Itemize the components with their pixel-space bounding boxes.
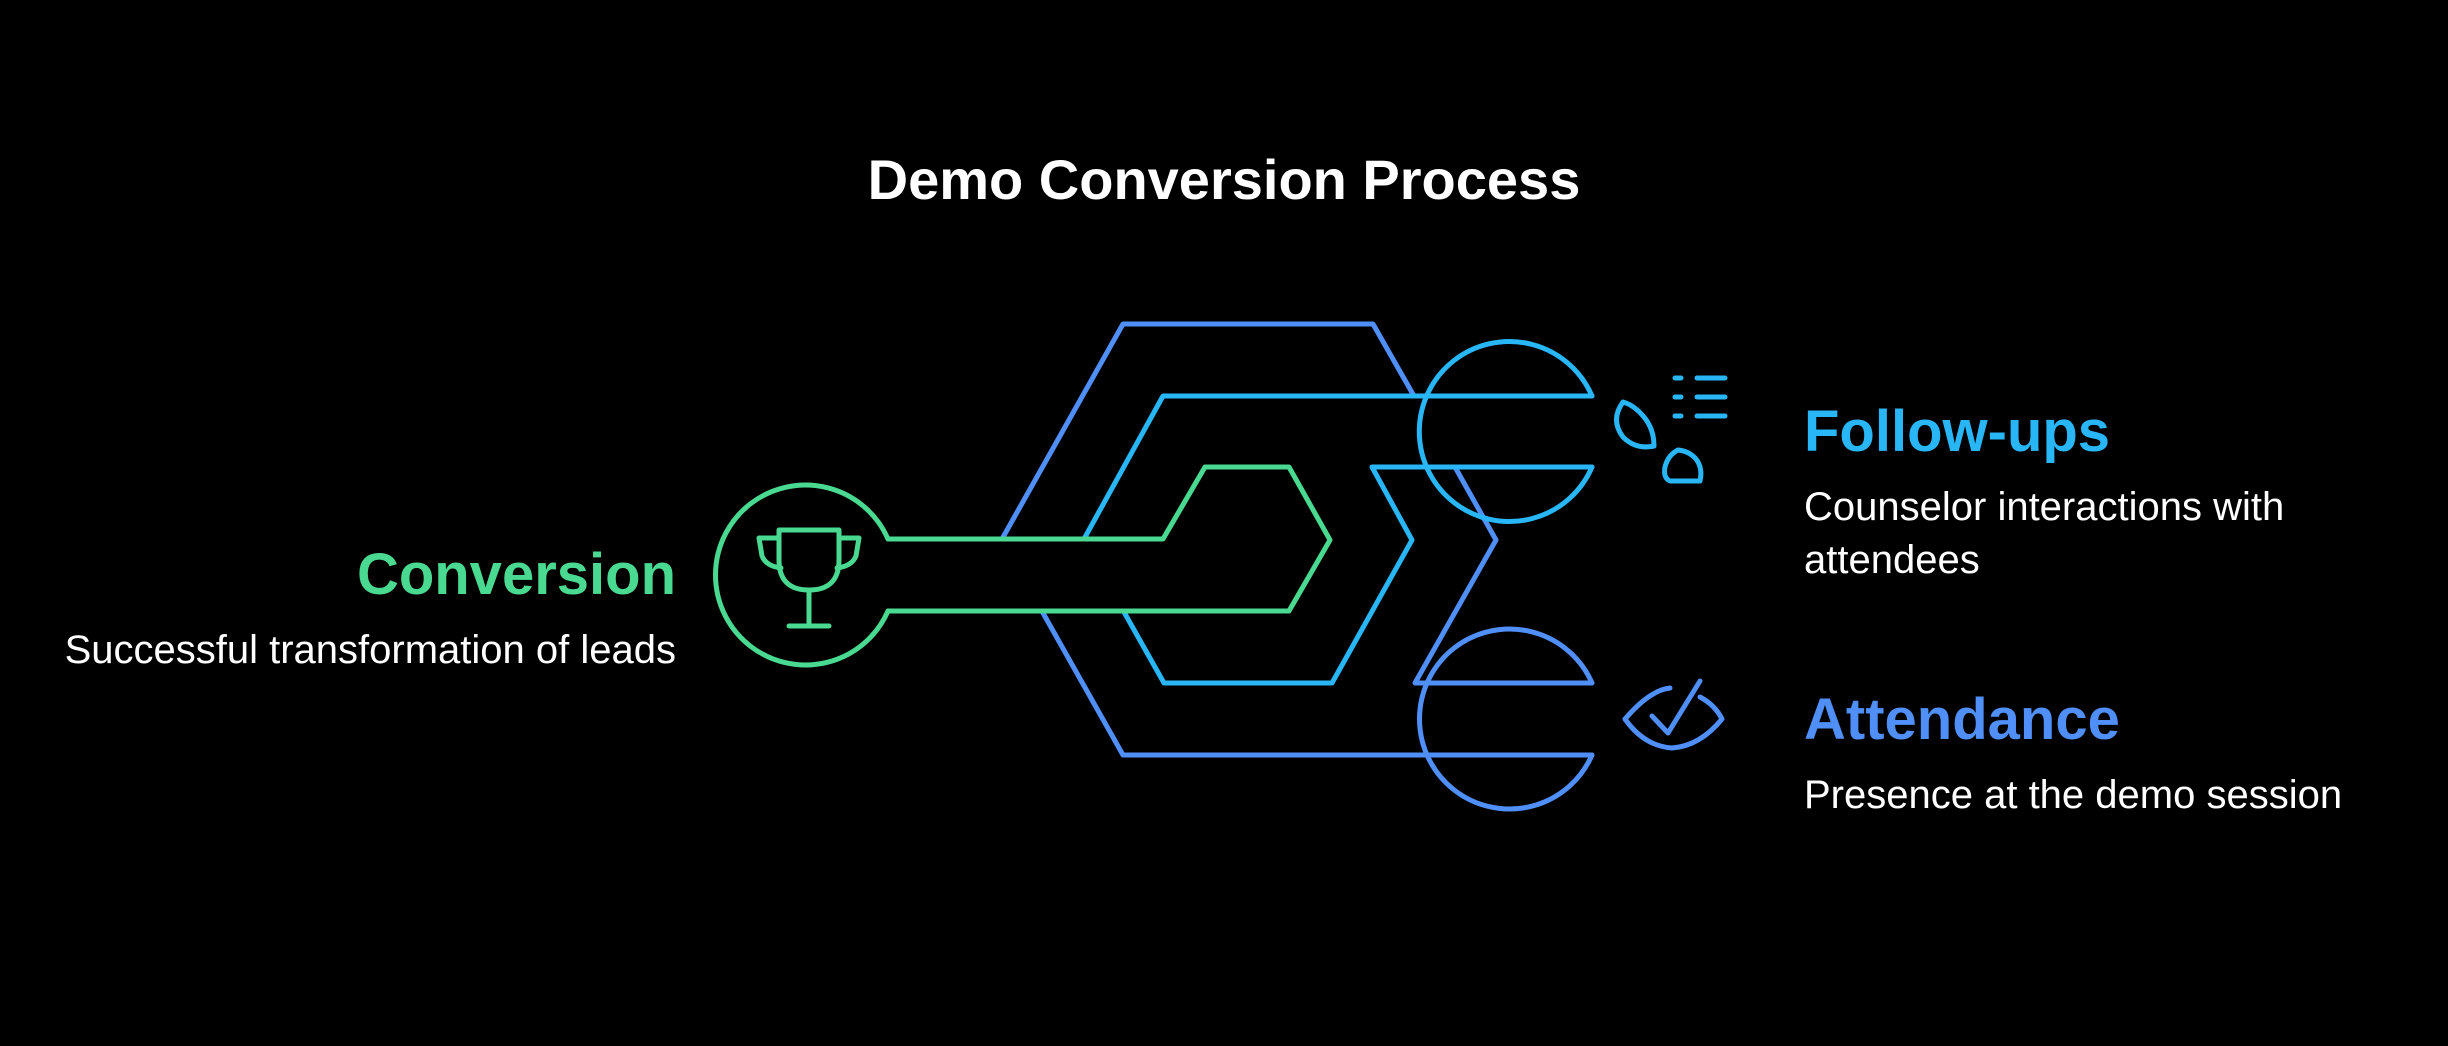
followups-title: Follow-ups	[1804, 399, 2111, 464]
attendance-return-path	[1412, 464, 1595, 686]
diagram-title: Demo Conversion Process	[867, 148, 1581, 211]
conversion-title: Conversion	[356, 542, 676, 607]
attendance-description: Presence at the demo session	[1804, 773, 2343, 817]
conversion-path	[885, 464, 1333, 614]
attendance-title: Attendance	[1804, 687, 2120, 752]
followups-label: Follow-ups Counselor interactions with a…	[1804, 397, 2404, 587]
attendance-label: Attendance Presence at the demo session	[1804, 685, 2404, 822]
conversion-label: Conversion Successful transformation of …	[60, 540, 676, 677]
followups-node	[1416, 339, 1595, 524]
conversion-node	[713, 482, 891, 668]
attendance-path-lower	[1040, 610, 1595, 758]
attendance-node	[1417, 626, 1595, 812]
followups-path	[1081, 393, 1595, 542]
chat-list-icon	[1614, 375, 1728, 484]
trophy-icon	[756, 527, 862, 629]
followups-description: Counselor interactions with attendees	[1804, 485, 2285, 582]
attendance-path	[999, 321, 1417, 542]
eye-check-icon	[1622, 678, 1725, 751]
followups-path-lower	[1121, 464, 1595, 686]
conversion-description: Successful transformation of leads	[64, 628, 676, 672]
